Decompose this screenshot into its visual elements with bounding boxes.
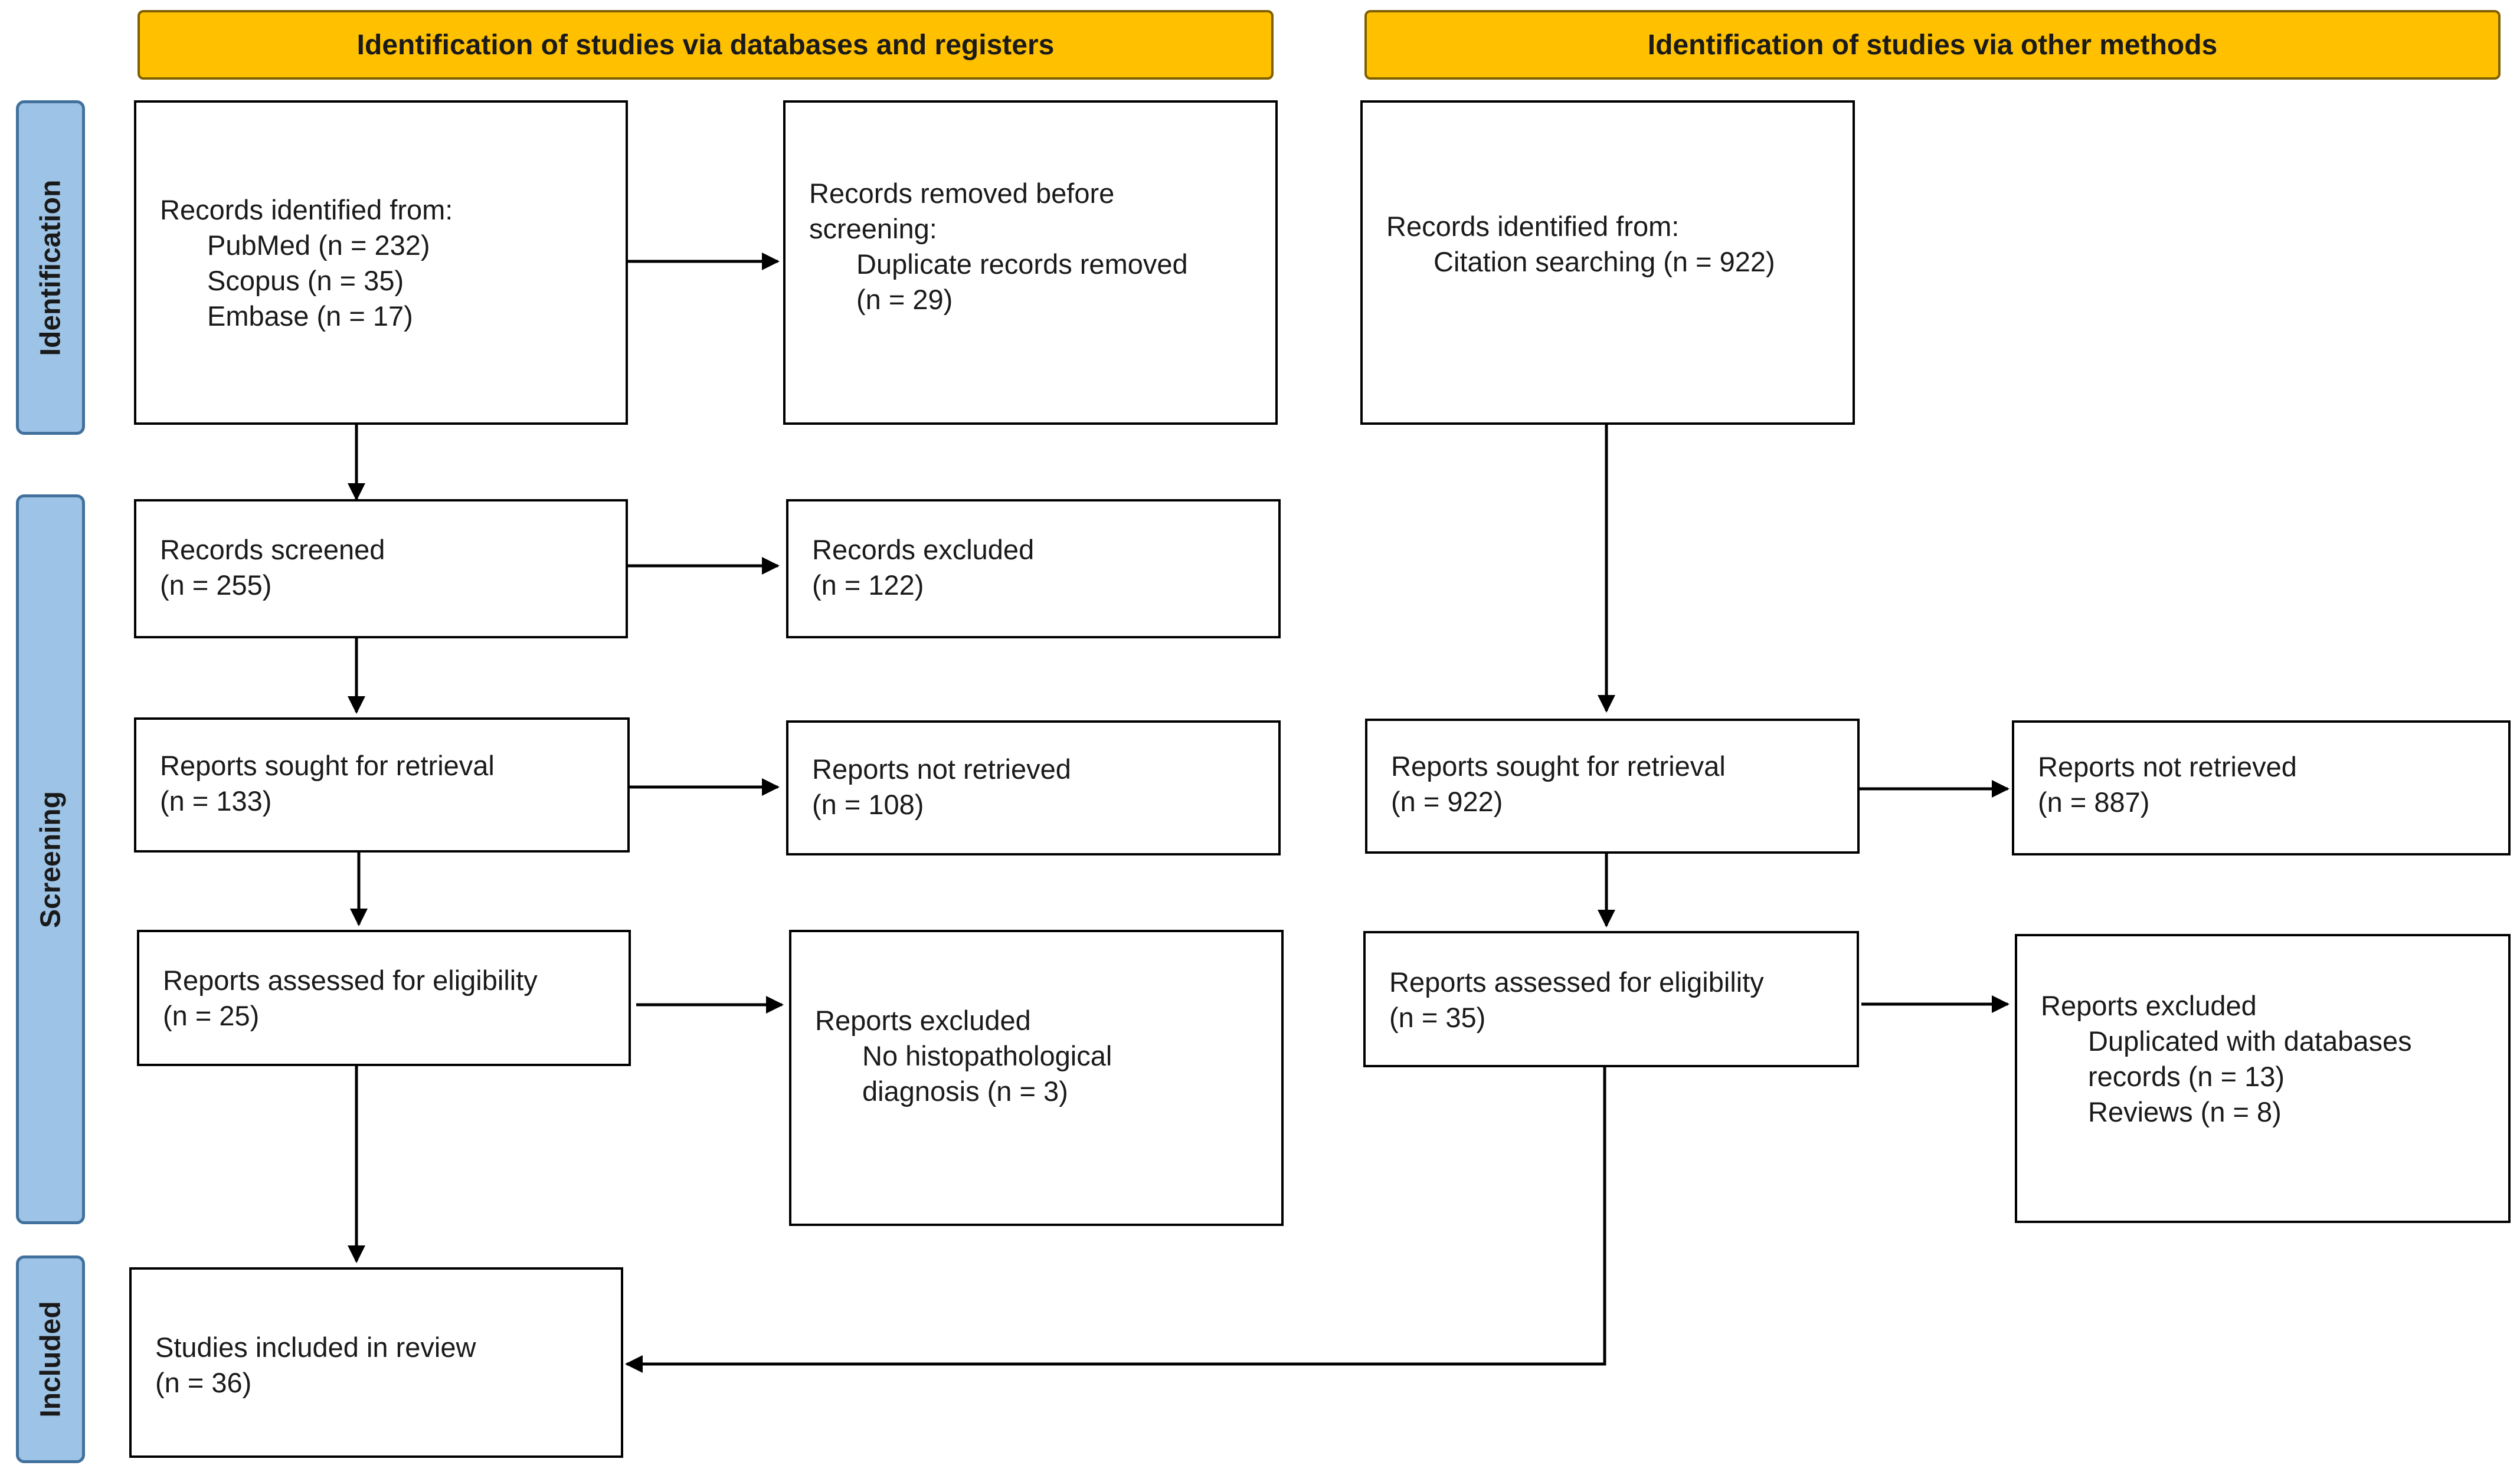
phase-screening: Screening [16, 494, 85, 1224]
included-count: (n = 36) [155, 1367, 252, 1398]
db-assessed-title: Reports assessed for eligibility [163, 965, 538, 996]
db-identified-embase: Embase (n = 17) [207, 300, 413, 332]
db-reports-excluded-title: Reports excluded [815, 1005, 1031, 1036]
other-identified-citation: Citation searching (n = 922) [1434, 246, 1775, 277]
box-db-records-identified: Records identified from: PubMed (n = 232… [134, 100, 628, 425]
box-db-reports-excluded: Reports excluded No histopathological di… [789, 930, 1284, 1226]
db-identified-scopus: Scopus (n = 35) [207, 265, 404, 296]
box-studies-included: Studies included in review (n = 36) [129, 1267, 623, 1458]
box-other-reports-sought: Reports sought for retrieval (n = 922) [1365, 719, 1860, 854]
db-reports-excluded-reason-1: No histopathological [862, 1040, 1112, 1071]
phase-included: Included [16, 1255, 85, 1463]
db-sought-count: (n = 133) [160, 785, 272, 817]
box-db-records-excluded: Records excluded (n = 122) [786, 499, 1281, 638]
db-assessed-count: (n = 25) [163, 1000, 260, 1031]
db-reports-excluded-reason-2: diagnosis (n = 3) [862, 1076, 1068, 1107]
other-reports-excluded-reason-1: Duplicated with databases [2088, 1025, 2412, 1057]
box-other-reports-not-retrieved: Reports not retrieved (n = 887) [2012, 720, 2511, 855]
other-reports-excluded-reason-2: records (n = 13) [2088, 1061, 2285, 1092]
other-sought-count: (n = 922) [1391, 786, 1503, 817]
other-not-retrieved-title: Reports not retrieved [2038, 751, 2297, 782]
phase-identification: Identification [16, 100, 85, 435]
db-removed-count: (n = 29) [856, 284, 953, 315]
header-other-label: Identification of studies via other meth… [1647, 29, 2218, 61]
other-identified-title: Records identified from: [1386, 211, 1680, 242]
box-db-reports-not-retrieved: Reports not retrieved (n = 108) [786, 720, 1281, 855]
header-databases: Identification of studies via databases … [138, 10, 1274, 80]
db-removed-duplicates: Duplicate records removed [856, 248, 1188, 280]
db-screened-title: Records screened [160, 534, 385, 565]
db-sought-title: Reports sought for retrieval [160, 750, 495, 781]
box-db-records-removed: Records removed before screening: Duplic… [783, 100, 1278, 425]
db-not-retrieved-count: (n = 108) [812, 789, 924, 820]
other-assessed-title: Reports assessed for eligibility [1389, 966, 1764, 998]
arrow-other-assessed-to-included [625, 1067, 1606, 1373]
db-identified-title: Records identified from: [160, 194, 453, 225]
db-screened-count: (n = 255) [160, 569, 272, 601]
header-other-methods: Identification of studies via other meth… [1364, 10, 2501, 80]
other-assessed-count: (n = 35) [1389, 1002, 1486, 1033]
included-title: Studies included in review [155, 1332, 476, 1363]
other-reports-excluded-title: Reports excluded [2041, 990, 2257, 1021]
other-sought-title: Reports sought for retrieval [1391, 750, 1726, 782]
box-db-reports-assessed: Reports assessed for eligibility (n = 25… [137, 930, 631, 1066]
db-not-retrieved-title: Reports not retrieved [812, 753, 1071, 785]
db-excluded-count: (n = 122) [812, 569, 924, 601]
other-reports-excluded-reason-3: Reviews (n = 8) [2088, 1096, 2282, 1127]
box-db-records-screened: Records screened (n = 255) [134, 499, 628, 638]
db-removed-title-2: screening: [809, 213, 937, 244]
header-databases-label: Identification of studies via databases … [356, 29, 1055, 61]
db-removed-title-1: Records removed before [809, 178, 1115, 209]
box-db-reports-sought: Reports sought for retrieval (n = 133) [134, 717, 630, 853]
box-other-records-identified: Records identified from: Citation search… [1360, 100, 1855, 425]
db-excluded-title: Records excluded [812, 534, 1035, 565]
box-other-reports-assessed: Reports assessed for eligibility (n = 35… [1363, 931, 1859, 1067]
db-identified-pubmed: PubMed (n = 232) [207, 230, 430, 261]
other-not-retrieved-count: (n = 887) [2038, 786, 2150, 818]
box-other-reports-excluded: Reports excluded Duplicated with databas… [2015, 934, 2511, 1223]
